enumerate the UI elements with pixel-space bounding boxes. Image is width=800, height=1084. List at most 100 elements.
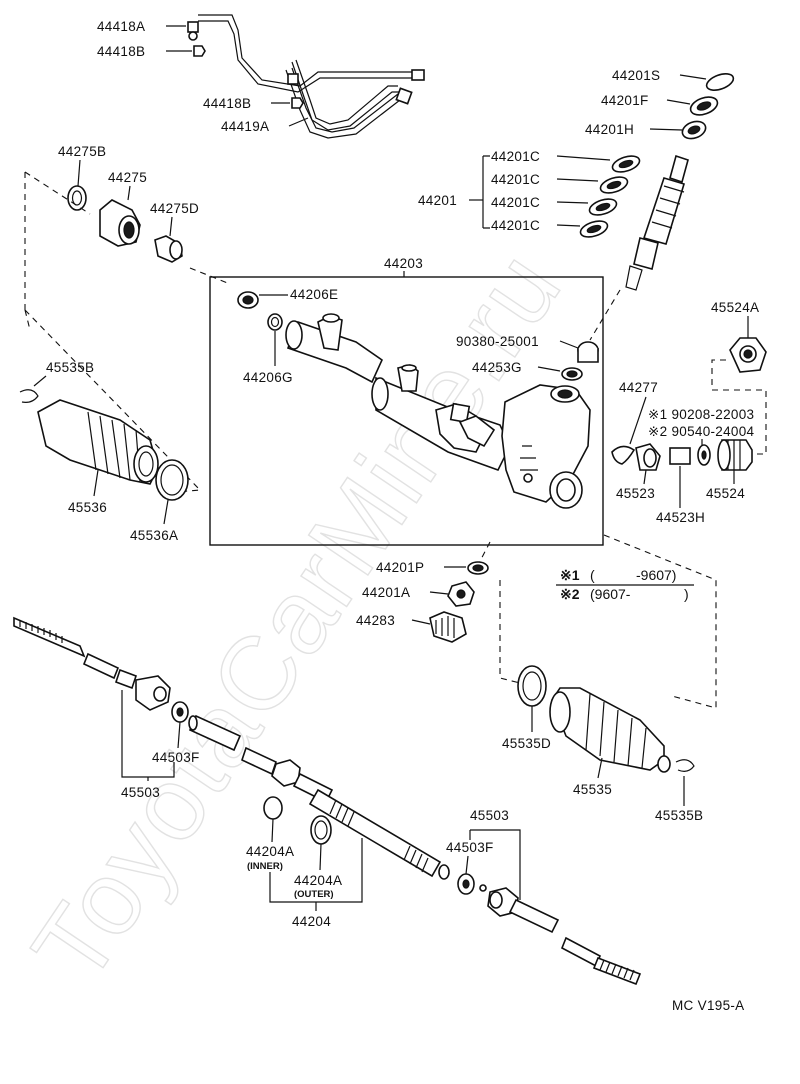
ring-44275b (67, 185, 87, 211)
ring-44204a-inner (263, 796, 283, 820)
leader-44419a (288, 117, 309, 127)
label-44201c-1: 44201C (491, 149, 540, 164)
label-44275d: 44275D (150, 201, 199, 216)
cap-44283 (429, 611, 467, 643)
dash-45524 (711, 359, 767, 455)
label-45535b-bottom: 45535B (655, 808, 703, 823)
leader-44253g (537, 366, 561, 372)
note1-open: ( (590, 567, 595, 583)
label-44201: 44201 (418, 193, 457, 208)
leader-44277 (629, 396, 647, 445)
bracket-45503-right (469, 829, 521, 900)
label-44418b-top: 44418B (97, 44, 145, 59)
dash-44201p (477, 541, 491, 566)
nut-44201a (447, 581, 475, 607)
leader-44201c-1 (556, 155, 611, 161)
leader-45536 (93, 469, 99, 497)
leader-44283 (411, 619, 431, 625)
label-90380-25001: 90380-25001 (456, 334, 539, 349)
plug-45524 (717, 439, 753, 471)
label-44503f-left: 44503F (152, 750, 200, 765)
dash-right-boot-a (603, 534, 717, 709)
tie-rod-end-right (479, 884, 642, 986)
label-44203: 44203 (384, 256, 423, 271)
label-45536: 45536 (68, 500, 107, 515)
rack-housing (371, 364, 591, 509)
label-44204a-outer: 44204A (294, 873, 342, 888)
bracket-44201 (482, 155, 490, 229)
label-90208-22003: ※1 90208-22003 (648, 407, 754, 422)
ring-44204a-outer (310, 815, 332, 845)
label-44523h: 44523H (656, 510, 705, 525)
label-44201c-4: 44201C (491, 218, 540, 233)
seal-44201c-1-center (618, 159, 634, 169)
dash-guide-a (24, 171, 91, 310)
plug-90380-25001-body (577, 348, 599, 363)
label-44419a: 44419A (221, 119, 269, 134)
rack-cylinder-tube (285, 313, 384, 384)
label-45523: 45523 (616, 486, 655, 501)
note2-mark: ※2 (560, 586, 580, 602)
seal-44201p-center (472, 564, 484, 572)
label-44253g: 44253G (472, 360, 522, 375)
label-44277: 44277 (619, 380, 658, 395)
note-inner: (INNER) (247, 861, 283, 872)
label-45536a: 45536A (130, 528, 178, 543)
label-44201c-2: 44201C (491, 172, 540, 187)
label-44201c-3: 44201C (491, 195, 540, 210)
label-44275: 44275 (108, 170, 147, 185)
leader-44201c-2 (556, 178, 599, 182)
label-44201f: 44201F (601, 93, 649, 108)
leader-44204a-outer (319, 843, 322, 871)
leader-45536a (163, 499, 169, 525)
leader-44201h (649, 128, 683, 131)
label-45535: 45535 (573, 782, 612, 797)
clip-45535b-bottom (675, 759, 695, 772)
seal-44201c-3-center (595, 202, 611, 212)
dash-guide-b (189, 267, 231, 285)
seal-44253g-center (566, 370, 578, 378)
label-44206g: 44206G (243, 370, 293, 385)
seal-44201f-center (696, 101, 712, 111)
seal-44201c-2-center (606, 180, 622, 190)
boot-45536 (37, 399, 159, 485)
spring-44277 (611, 445, 636, 465)
spring-44523h (669, 447, 691, 465)
clamp-45535d-inner (522, 671, 542, 701)
washer-90540-center (701, 450, 707, 460)
label-44418a: 44418A (97, 19, 145, 34)
note1-mark: ※1 (560, 567, 580, 583)
dash-guide-d (24, 309, 31, 331)
nut-44503f-right-center (462, 879, 470, 889)
clamp-45536a-inner (160, 464, 184, 496)
ring-44204a-outer-inner (314, 820, 328, 840)
guide-45523 (635, 443, 661, 471)
note2-close: ) (684, 586, 689, 602)
leader-90380-25001 (559, 340, 579, 349)
bearing-44201h-center (687, 125, 701, 135)
leader-44275d (169, 216, 173, 237)
label-45503-right: 45503 (470, 808, 509, 823)
dash-pinion (589, 289, 621, 341)
leader-44201a (429, 591, 449, 595)
clip-45535b-top (19, 389, 39, 403)
leader-44201f (666, 99, 691, 105)
nut-44418a (187, 21, 199, 41)
rack-bar (188, 714, 450, 880)
dash-right-boot-b (499, 580, 525, 685)
seal-44201c-4-center (586, 224, 602, 234)
label-44201h: 44201H (585, 122, 634, 137)
label-45524a: 45524A (711, 300, 759, 315)
tie-rod-end-left (13, 616, 171, 711)
label-45524: 45524 (706, 486, 745, 501)
housing-box-44203 (209, 276, 604, 546)
note-outer: (OUTER) (294, 889, 334, 900)
label-44201a: 44201A (362, 585, 410, 600)
clip-44418b-mid (291, 97, 304, 109)
label-44204a-inner: 44204A (246, 844, 294, 859)
label-44201p: 44201P (376, 560, 424, 575)
leader-44201c-4 (556, 224, 581, 227)
leader-44275 (127, 185, 131, 201)
